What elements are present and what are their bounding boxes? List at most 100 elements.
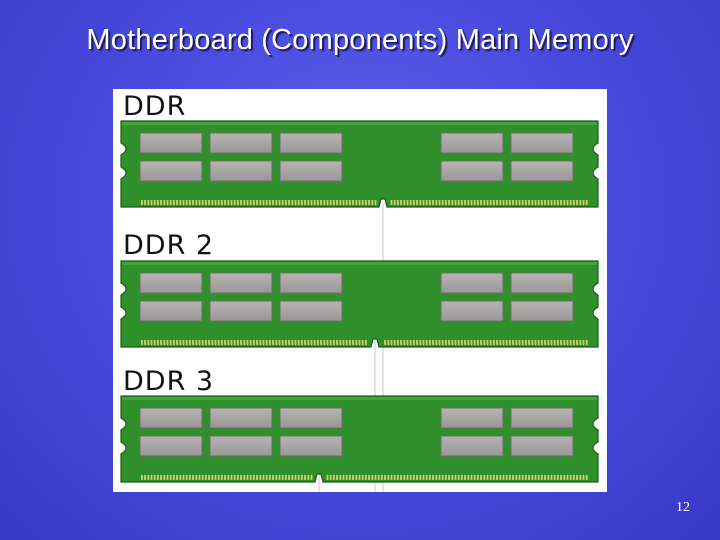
contact-pin <box>454 475 457 480</box>
contact-pin <box>505 340 508 345</box>
contact-pin <box>432 475 434 480</box>
contact-pin <box>352 340 354 345</box>
contact-pin <box>278 475 281 480</box>
memory-chip <box>209 132 273 154</box>
contact-pin <box>390 340 393 345</box>
contact-pin <box>448 200 450 205</box>
contact-pin <box>355 340 358 345</box>
contact-pin <box>502 200 505 205</box>
contact-pin <box>374 475 377 480</box>
contact-pin <box>365 475 367 480</box>
contact-pin <box>224 340 226 345</box>
contact-pin <box>406 475 409 480</box>
contact-pin <box>297 340 300 345</box>
contact-pin <box>208 340 210 345</box>
contact-pin <box>518 200 521 205</box>
contact-pin <box>480 340 482 345</box>
contact-pin <box>179 475 182 480</box>
contact-pin <box>477 475 479 480</box>
contact-pin <box>169 475 172 480</box>
contact-pin <box>173 475 175 480</box>
contact-pin <box>499 475 502 480</box>
memory-chip <box>510 407 574 429</box>
contact-pin <box>454 200 457 205</box>
contact-pin <box>237 200 239 205</box>
contact-pin <box>489 340 492 345</box>
contact-pin <box>291 475 294 480</box>
contact-pin <box>406 200 409 205</box>
contact-pin <box>246 340 249 345</box>
contact-pin <box>550 475 553 480</box>
contact-pin <box>345 200 348 205</box>
contact-pin <box>547 340 550 345</box>
contact-pin <box>563 200 566 205</box>
contact-pin <box>512 200 514 205</box>
module-label-ddr: DDR <box>123 91 186 122</box>
contact-pin <box>192 200 194 205</box>
contact-pin <box>262 340 265 345</box>
contact-pin <box>403 475 406 480</box>
contact-pin <box>361 340 364 345</box>
contact-pin <box>233 340 236 345</box>
memory-chip <box>279 407 343 429</box>
contact-pin <box>486 475 489 480</box>
contact-pin <box>294 475 297 480</box>
memory-chip <box>510 132 574 154</box>
contact-pin <box>147 340 150 345</box>
contact-pin <box>205 340 207 345</box>
contact-pin <box>582 200 585 205</box>
contact-pin <box>237 340 239 345</box>
contact-pin <box>195 200 198 205</box>
contact-pin <box>393 200 396 205</box>
contact-pin <box>422 200 425 205</box>
contact-pin <box>173 200 175 205</box>
contact-pin <box>505 475 508 480</box>
memory-chip <box>510 272 574 294</box>
contact-pin <box>339 340 342 345</box>
contact-pin <box>333 340 335 345</box>
contact-pin <box>345 475 348 480</box>
contact-pin <box>470 200 473 205</box>
contact-pin <box>550 200 553 205</box>
contact-pin <box>505 200 508 205</box>
contact-pin <box>323 340 326 345</box>
contact-pin <box>582 475 585 480</box>
contact-pin <box>544 475 546 480</box>
contact-pin <box>397 200 399 205</box>
contact-pin <box>307 200 310 205</box>
contact-pin <box>249 200 252 205</box>
contact-pin <box>166 340 169 345</box>
contact-pin <box>320 340 322 345</box>
contact-pin <box>445 340 447 345</box>
contact-pin <box>576 475 578 480</box>
contact-pin <box>409 340 412 345</box>
memory-chip <box>440 300 504 322</box>
contact-pin <box>285 475 287 480</box>
contact-pin <box>371 200 374 205</box>
contact-pin <box>243 200 246 205</box>
contact-pin <box>198 340 201 345</box>
memory-chip <box>209 435 273 457</box>
contact-pin <box>349 340 351 345</box>
contact-pin <box>272 200 274 205</box>
contact-pin <box>489 200 492 205</box>
contact-pin <box>224 475 226 480</box>
contact-pin <box>291 200 294 205</box>
contact-pin <box>272 340 274 345</box>
contact-pin <box>320 200 322 205</box>
contact-pin <box>288 340 290 345</box>
contact-pin <box>483 340 486 345</box>
contact-pin <box>384 475 386 480</box>
contact-pin <box>233 475 236 480</box>
contact-pin <box>221 200 223 205</box>
contact-pin <box>310 475 313 480</box>
contact-pin <box>304 475 306 480</box>
contact-pin <box>352 200 354 205</box>
contact-pin <box>249 340 252 345</box>
contact-pin <box>361 200 364 205</box>
contact-pin <box>397 340 399 345</box>
contact-pin <box>278 200 281 205</box>
contact-pin <box>221 340 223 345</box>
contact-pin <box>569 340 572 345</box>
contact-pin <box>211 475 214 480</box>
